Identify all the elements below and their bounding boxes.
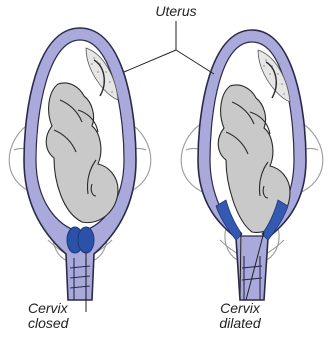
cervix-closed-caption-line1: Cervix <box>28 301 92 316</box>
cervix-dilated-caption-line1: Cervix <box>205 301 275 316</box>
cervix-closed-caption-line2: closed <box>28 316 92 331</box>
left-figure <box>9 28 151 300</box>
left-cervix-closed <box>67 227 94 253</box>
uterus-leader-left <box>124 50 176 72</box>
uterus-leader-right <box>176 50 214 74</box>
cervix-dilated-caption-line2: dilated <box>205 316 275 331</box>
uterus-label-text: Uterus <box>146 4 206 19</box>
right-figure <box>181 30 323 300</box>
cervix-dilated-caption: Cervix dilated <box>205 301 275 331</box>
uterus-label: Uterus <box>146 4 206 19</box>
cervix-closed-caption: Cervix closed <box>28 301 92 331</box>
